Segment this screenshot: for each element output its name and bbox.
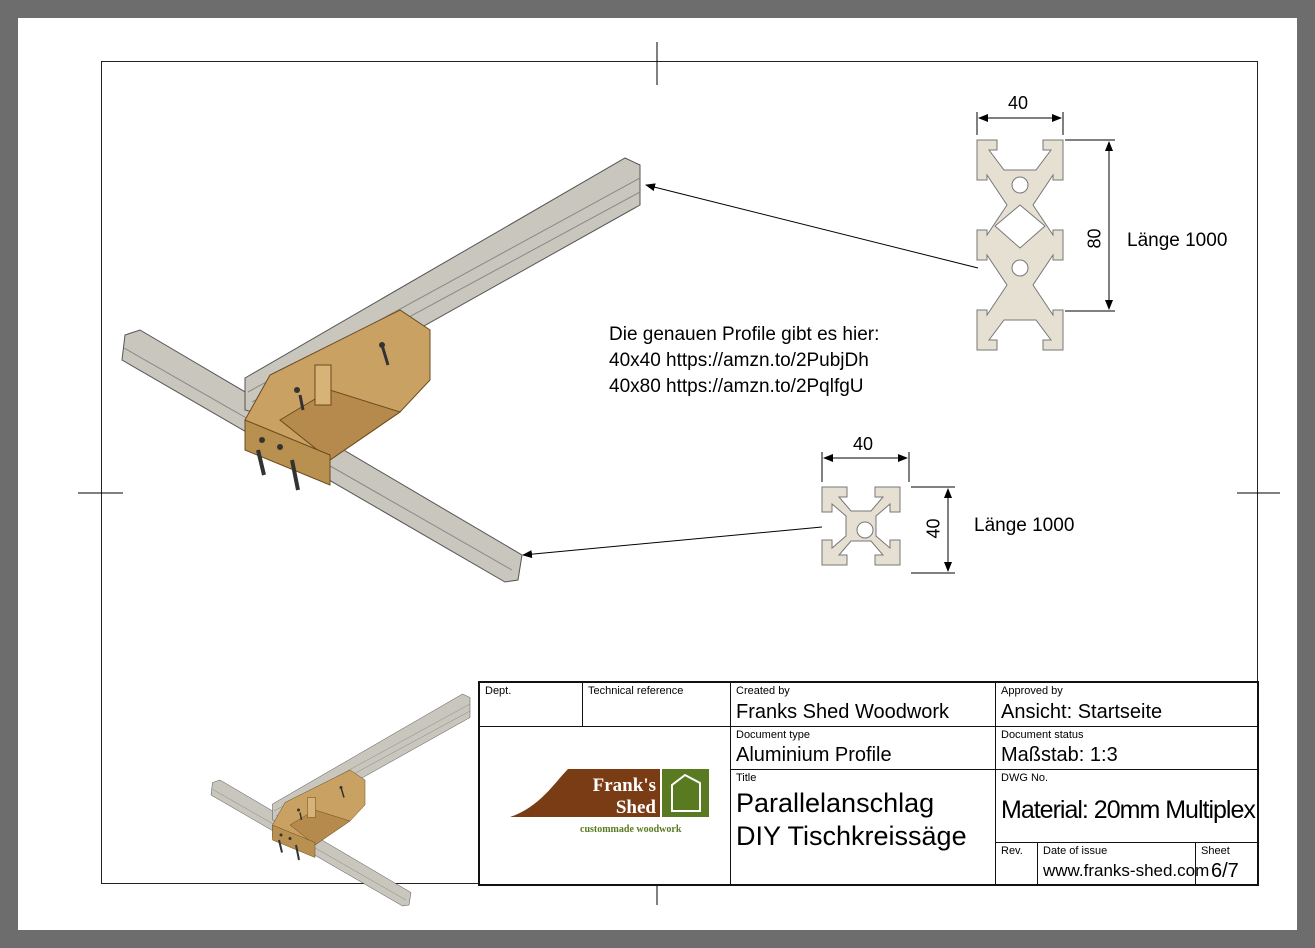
length-40x80: Länge 1000 [1127, 230, 1228, 251]
rev-cell: Rev. [996, 843, 1038, 884]
profile-40x40-section [821, 452, 955, 574]
dim-height-40x40: 40 [923, 518, 944, 539]
leader-arrow-40x40 [522, 526, 823, 559]
doc-type-label: Document type [736, 729, 810, 741]
title-line2: DIY Tischkreissäge [736, 821, 967, 851]
tech-ref-cell: Technical reference [583, 683, 731, 727]
doc-type-value: Aluminium Profile [736, 744, 892, 766]
doc-status-label: Document status [1001, 729, 1084, 741]
note-line: Die genauen Profile gibt es hier: [609, 324, 880, 345]
logo-text-line1: Frank's [593, 775, 656, 796]
profile-40x80-section [976, 112, 1115, 351]
logo-cell: Frank's Shed custommade woodwork [480, 727, 731, 884]
leader-arrow-40x80 [645, 183, 979, 269]
sheet-cell: Sheet 6/7 [1196, 843, 1259, 884]
date-cell: Date of issue www.franks-shed.com [1038, 843, 1209, 884]
dwg-label: DWG No. [1001, 772, 1049, 784]
tech-ref-label: Technical reference [588, 685, 684, 697]
website-link[interactable]: www.franks-shed.com [1043, 861, 1210, 880]
logo-text-line2: Shed [616, 797, 657, 818]
sheet-label: Sheet [1201, 845, 1230, 857]
title-block: Dept. Technical reference Created by Fran… [478, 681, 1259, 886]
approved-by-label: Approved by [1001, 685, 1063, 697]
rev-label: Rev. [1001, 845, 1023, 857]
dept-label: Dept. [485, 685, 512, 697]
dwg-cell: DWG No. Material: 20mm Multiplex [996, 770, 1259, 843]
dwg-value: Material: 20mm Multiplex [1001, 796, 1256, 824]
date-label: Date of issue [1043, 845, 1108, 857]
note-link-40x40[interactable]: 40x40 https://amzn.to/2PubjDh [609, 350, 869, 371]
dim-width-40x80: 40 [1008, 93, 1029, 113]
note-link-40x80[interactable]: 40x80 https://amzn.to/2PqlfgU [609, 376, 864, 397]
3d-assembly-view [120, 156, 642, 584]
sheet-value: 6/7 [1211, 860, 1239, 882]
profile-links-note: Die genauen Profile gibt es hier: 40x40 … [609, 322, 879, 400]
logo-tagline: custommade woodwork [580, 824, 682, 835]
title-cell: Title Parallelanschlag DIY Tischkreissäg… [731, 770, 996, 884]
doc-status-value: Maßstab: 1:3 [1001, 744, 1118, 766]
length-40x40: Länge 1000 [974, 515, 1075, 536]
thumbnail-view [210, 693, 471, 907]
franks-shed-logo: Frank's Shed custommade woodwork [510, 769, 709, 835]
created-by-value: Franks Shed Woodwork [736, 701, 950, 723]
approved-by-value: Ansicht: Startseite [1001, 701, 1163, 723]
dept-cell: Dept. [480, 683, 583, 727]
dim-height-40x80: 80 [1084, 228, 1105, 249]
approved-by-cell: Approved by Ansicht: Startseite [996, 683, 1259, 727]
title-label: Title [736, 772, 757, 784]
title-line1: Parallelanschlag [736, 788, 935, 818]
created-by-label: Created by [736, 685, 790, 697]
dim-width-40x40: 40 [853, 434, 874, 454]
created-by-cell: Created by Franks Shed Woodwork [731, 683, 996, 727]
